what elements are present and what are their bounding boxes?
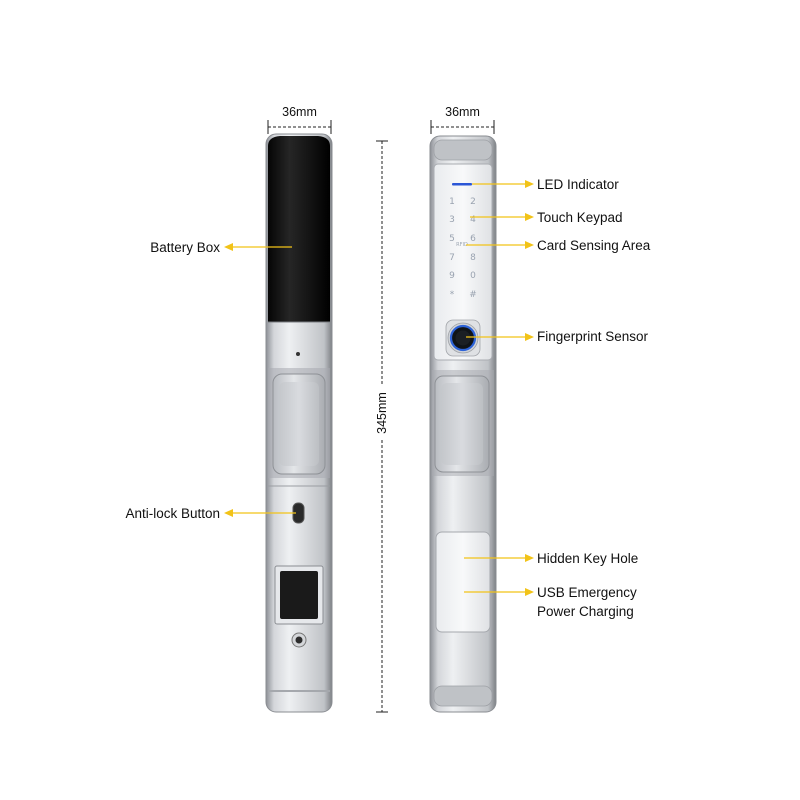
callout-usb-charging: USB Emergency Power Charging — [464, 585, 637, 619]
callout-fingerprint-sensor: Fingerprint Sensor — [466, 329, 649, 344]
dimension-left-width-label: 36mm — [282, 105, 317, 119]
callout-hidden-key-hole: Hidden Key Hole — [464, 551, 638, 566]
label-touch-keypad: Touch Keypad — [537, 210, 623, 225]
dimension-height-label: 345mm — [375, 392, 389, 434]
key-8: 8 — [470, 253, 476, 263]
key-4: 4 — [470, 215, 476, 225]
card-mark: RFID — [456, 242, 468, 248]
dimension-right-width: 36mm — [430, 105, 495, 134]
callout-led-indicator: LED Indicator — [472, 177, 619, 192]
key-7: 7 — [449, 253, 455, 263]
dimension-right-width-label: 36mm — [445, 105, 480, 119]
led-indicator — [452, 183, 472, 186]
dimension-height: 345mm — [375, 140, 389, 713]
label-usb-line2: Power Charging — [537, 604, 634, 619]
key-cover — [435, 531, 491, 633]
label-hidden-key-hole: Hidden Key Hole — [537, 551, 638, 566]
callout-anti-lock-button: Anti-lock Button — [125, 506, 296, 521]
dimension-left-width: 36mm — [267, 105, 332, 134]
lock-front-view: 1 2 3 4 5 6 RFID 7 8 9 0 * # — [429, 135, 497, 713]
lock-back-view — [265, 133, 333, 713]
thumb-turn — [280, 571, 318, 619]
key-1: 1 — [449, 197, 455, 207]
keypad-panel — [433, 163, 493, 361]
label-fingerprint-sensor: Fingerprint Sensor — [537, 329, 649, 344]
touch-keypad: 1 2 3 4 5 6 RFID 7 8 9 0 * # — [449, 197, 477, 300]
key-6: 6 — [470, 234, 476, 244]
label-anti-lock-button: Anti-lock Button — [125, 506, 220, 521]
label-usb-line1: USB Emergency — [537, 585, 637, 600]
label-battery-box: Battery Box — [150, 240, 220, 255]
indicator-dot — [296, 352, 300, 356]
battery-box — [268, 136, 330, 322]
key-hash: # — [469, 290, 477, 300]
key-9: 9 — [449, 271, 455, 281]
fingerprint-sensor — [445, 319, 481, 357]
callout-battery-box: Battery Box — [150, 240, 292, 255]
callout-touch-keypad: Touch Keypad — [470, 210, 623, 225]
key-0: 0 — [470, 271, 476, 281]
label-card-sensing-area: Card Sensing Area — [537, 238, 651, 253]
key-star: * — [450, 290, 455, 300]
callout-card-sensing-area: Card Sensing Area — [466, 238, 651, 253]
key-5: 5 — [449, 234, 455, 244]
key-3: 3 — [449, 215, 455, 225]
label-led-indicator: LED Indicator — [537, 177, 619, 192]
key-2: 2 — [470, 197, 476, 207]
